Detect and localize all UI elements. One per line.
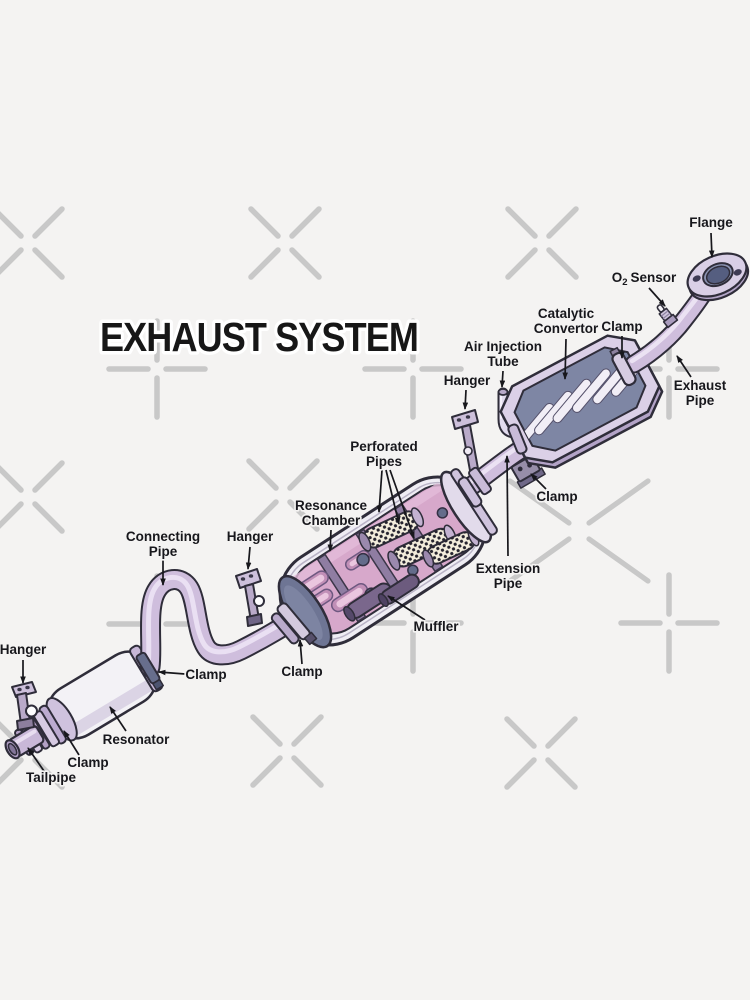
arrow-clamp-resonator	[158, 669, 186, 676]
arrow-resonance-chamber	[327, 529, 334, 552]
hanger-upper-illustration	[451, 409, 492, 496]
hanger-middle-illustration	[235, 568, 265, 627]
label-clamp-tailpipe: Clamp	[67, 755, 108, 770]
label-hanger-upper: Hanger	[444, 373, 491, 388]
label-clamp-catalytic: Clamp	[601, 319, 642, 334]
label-exhaust-pipe: Exhaust	[674, 378, 727, 393]
arrow-tailpipe	[27, 747, 45, 772]
arrow-o2-sensor	[648, 287, 666, 307]
label-clamp-muffler-inlet: Clamp	[281, 664, 322, 679]
arrow-air-injection-tube	[499, 370, 506, 388]
arrow-catalytic-convertor	[562, 338, 568, 380]
o2-sensor-illustration	[656, 304, 679, 329]
label-catalytic-convertor: Catalytic	[538, 306, 595, 321]
callout-arrows	[20, 232, 715, 772]
clamp-resonator-illustration	[135, 651, 165, 691]
label-resonance-chamber: Resonance	[295, 498, 368, 513]
label-hanger-middle: Hanger	[227, 529, 274, 544]
muffler-outlet-collar-illustration	[457, 476, 483, 508]
arrow-perforated-pipe-3	[389, 469, 415, 539]
page-title: EXHAUST SYSTEM	[100, 314, 418, 360]
label-flange: Flange	[689, 215, 733, 230]
arrow-resonator	[109, 706, 127, 732]
arrow-hanger-middle	[245, 546, 252, 570]
label-perforated-pipes: Pipes	[366, 454, 402, 469]
arrow-hanger-upper	[462, 389, 469, 410]
arrow-muffler	[387, 595, 426, 621]
arrow-exhaust-pipe	[676, 355, 692, 378]
label-extension-pipe: Extension	[476, 561, 541, 576]
label-catalytic-convertor: Convertor	[534, 321, 599, 336]
label-clamp-resonator: Clamp	[185, 667, 226, 682]
label-connecting-pipe: Pipe	[149, 544, 178, 559]
illustration	[4, 252, 750, 760]
arrow-perforated-pipe-1	[376, 469, 383, 513]
label-perforated-pipes: Perforated	[350, 439, 418, 454]
arrow-perforated-pipe-2	[385, 469, 401, 525]
clamp-muffler-inlet-illustration	[270, 602, 318, 646]
arrow-clamp-tailpipe	[63, 730, 80, 756]
arrow-clamp-muffler-inlet	[297, 639, 304, 665]
label-air-injection-tube: Air Injection	[464, 339, 542, 354]
label-connecting-pipe: Connecting	[126, 529, 200, 544]
arrow-extension-pipe	[504, 455, 510, 557]
label-resonance-chamber: Chamber	[302, 513, 361, 528]
label-exhaust-pipe: Pipe	[686, 393, 715, 408]
arrow-flange	[708, 232, 715, 258]
label-muffler: Muffler	[414, 619, 460, 634]
label-extension-pipe: Pipe	[494, 576, 523, 591]
clamp-catalytic-illustration	[609, 346, 637, 387]
arrow-clamp-extension	[530, 473, 547, 490]
label-air-injection-tube: Tube	[487, 354, 519, 369]
label-hanger-lower: Hanger	[0, 642, 47, 657]
connecting-pipe-illustration	[139, 569, 311, 678]
perforated-pipe-illustration	[358, 507, 425, 552]
label-clamp-extension: Clamp	[536, 489, 577, 504]
label-tailpipe: Tailpipe	[26, 770, 76, 785]
label-resonator: Resonator	[103, 732, 171, 747]
